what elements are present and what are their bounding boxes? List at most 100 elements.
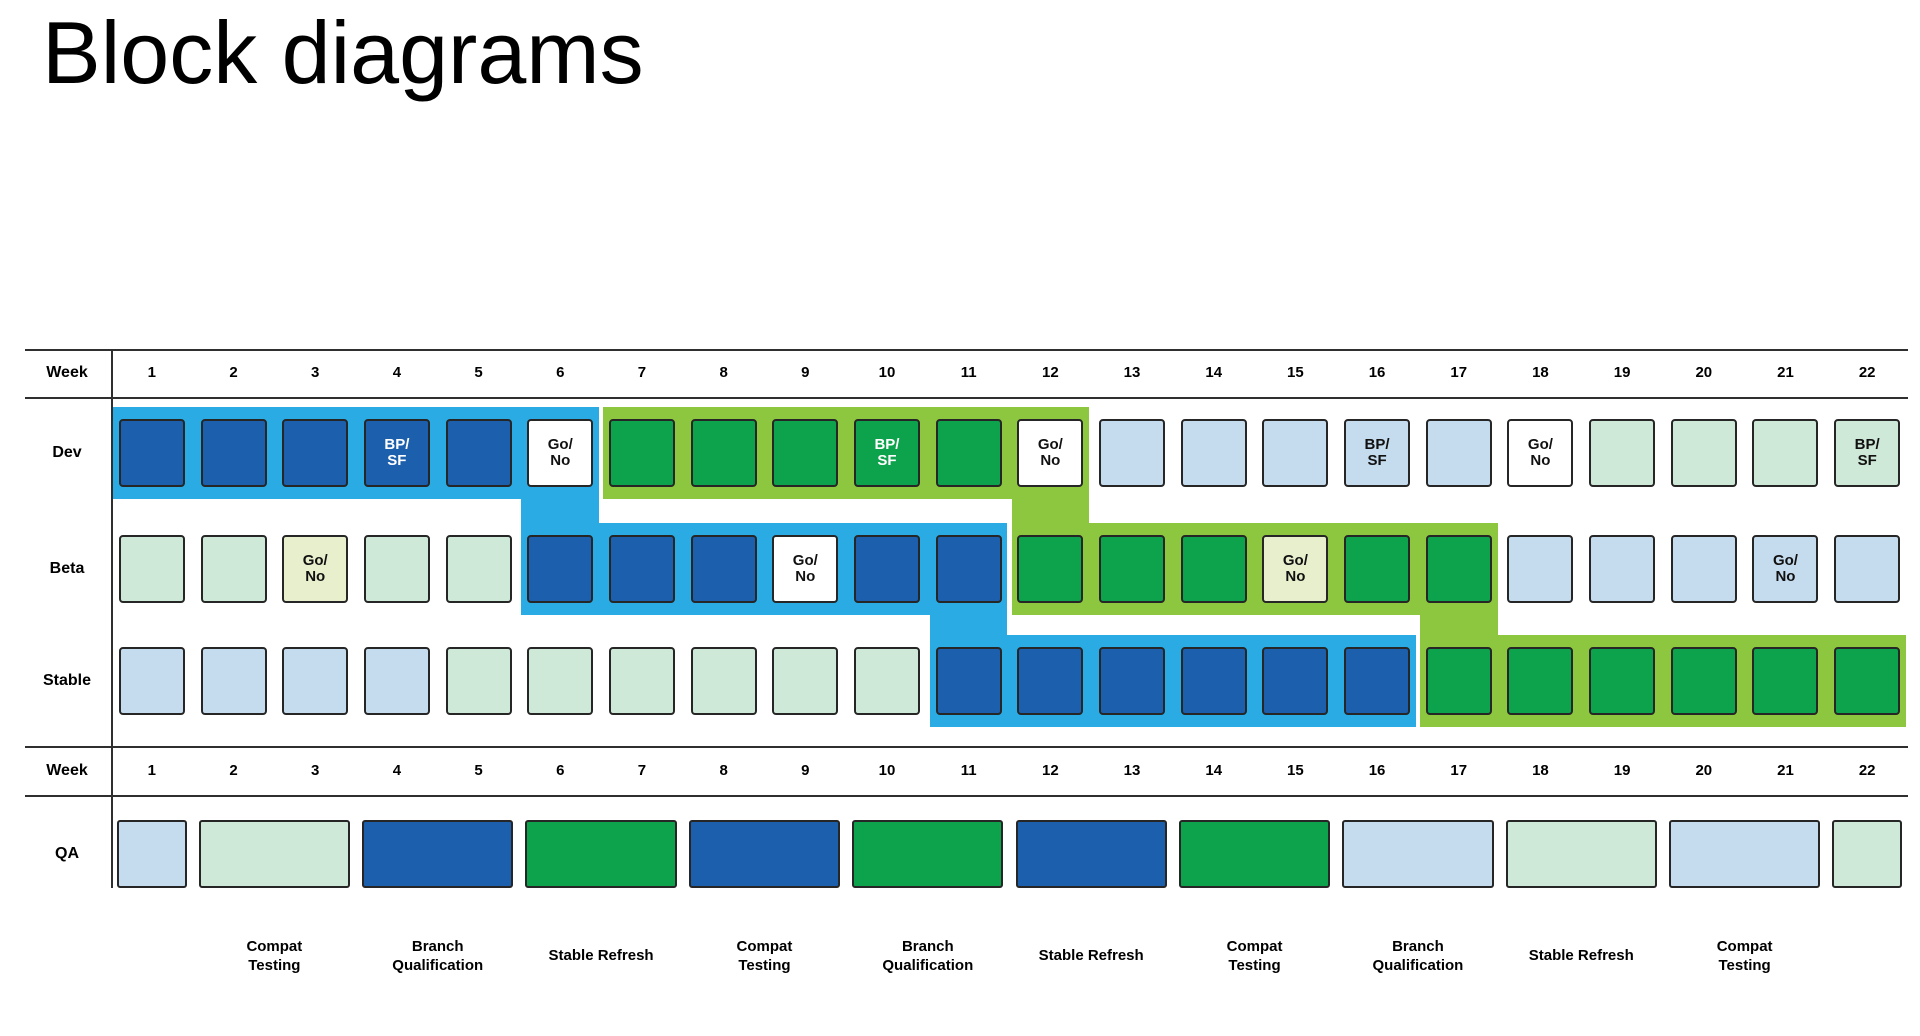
- page-title: Block diagrams: [42, 3, 644, 102]
- stable-week-7-block: [608, 647, 675, 715]
- stable-week-2-block: [200, 647, 267, 715]
- dev-week-3-block: [282, 419, 349, 487]
- dev-week-21-block: [1752, 419, 1819, 487]
- table-rule-3: [25, 746, 1908, 748]
- beta-week-8-block: [690, 535, 757, 603]
- row-label-stable: Stable: [42, 672, 91, 689]
- week-number-bottom-17: 17: [1450, 762, 1468, 779]
- stable-week-9-block: [772, 647, 839, 715]
- week-number-bottom-15: 15: [1287, 762, 1304, 779]
- week-number-top-13: 13: [1123, 364, 1141, 381]
- table-rule-2: [25, 397, 1908, 399]
- week-number-bottom-13: 13: [1123, 762, 1141, 779]
- row-label-qa: QA: [55, 845, 79, 862]
- stable-week-10-block: [853, 647, 920, 715]
- week-number-top-19: 19: [1613, 364, 1631, 381]
- label-column-rule: [111, 349, 113, 888]
- dev-week-2-block: [200, 419, 267, 487]
- week-number-top-12: 12: [1041, 364, 1059, 381]
- week-number-top-4: 4: [392, 364, 402, 381]
- phase-label-7: Compat Testing: [1226, 937, 1283, 975]
- dev-week-1-block: [118, 419, 185, 487]
- dev-week-8-block: [690, 419, 757, 487]
- phase-label-4: Compat Testing: [736, 937, 793, 975]
- dev-week-18-block: Go/ No: [1507, 419, 1574, 487]
- dev-week-16-block: BP/ SF: [1344, 419, 1411, 487]
- row-label-week-bottom: Week: [46, 762, 88, 779]
- stable-week-6-block: [527, 647, 594, 715]
- row-label-beta: Beta: [49, 560, 85, 577]
- dev-week-11-block: [935, 419, 1002, 487]
- week-number-bottom-9: 9: [801, 762, 810, 779]
- week-number-bottom-7: 7: [637, 762, 647, 779]
- dev-week-12-block: Go/ No: [1017, 419, 1084, 487]
- week-number-top-16: 16: [1368, 364, 1386, 381]
- train-band-blue-train-stable: [929, 635, 1416, 727]
- stable-week-4-block: [363, 647, 430, 715]
- beta-week-21-block: Go/ No: [1752, 535, 1819, 603]
- week-number-top-22: 22: [1858, 364, 1876, 381]
- week-number-top-6: 6: [556, 364, 565, 381]
- beta-week-14-block: [1180, 535, 1247, 603]
- week-number-bottom-2: 2: [229, 762, 238, 779]
- stable-week-20-block: [1670, 647, 1737, 715]
- week-number-bottom-4: 4: [392, 762, 402, 779]
- stable-week-1-block: [118, 647, 185, 715]
- week-number-top-7: 7: [637, 364, 647, 381]
- week-number-top-2: 2: [229, 364, 238, 381]
- stable-week-16-block: [1344, 647, 1411, 715]
- stable-week-19-block: [1589, 647, 1656, 715]
- week-number-top-8: 8: [719, 364, 728, 381]
- beta-week-17-block: [1425, 535, 1492, 603]
- dev-week-10-block: BP/ SF: [853, 419, 920, 487]
- table-rule-4: [25, 795, 1908, 797]
- week-number-top-10: 10: [878, 364, 896, 381]
- week-number-bottom-1: 1: [147, 762, 156, 779]
- phase-label-5: Branch Qualification: [882, 937, 974, 975]
- stable-week-13-block: [1099, 647, 1166, 715]
- dev-week-7-block: [608, 419, 675, 487]
- week-number-bottom-16: 16: [1368, 762, 1386, 779]
- table-rule-1: [25, 349, 1908, 351]
- dev-week-6-block: Go/ No: [527, 419, 594, 487]
- stable-week-22-block: [1834, 647, 1901, 715]
- stable-week-21-block: [1752, 647, 1819, 715]
- beta-week-20-block: [1670, 535, 1737, 603]
- stable-week-17-block: [1425, 647, 1492, 715]
- stable-week-14-block: [1180, 647, 1247, 715]
- phase-label-1: Compat Testing: [246, 937, 303, 975]
- dev-week-19-block: [1589, 419, 1656, 487]
- week-number-top-20: 20: [1695, 364, 1713, 381]
- dev-week-15-block: [1262, 419, 1329, 487]
- beta-week-6-block: [527, 535, 594, 603]
- week-number-bottom-14: 14: [1205, 762, 1223, 779]
- phase-label-9: Stable Refresh: [1528, 947, 1634, 965]
- qa-block-week-18-19: [1505, 820, 1657, 888]
- dev-week-13-block: [1099, 419, 1166, 487]
- phase-label-6: Stable Refresh: [1038, 947, 1144, 965]
- qa-block-week-10-11: [852, 820, 1004, 888]
- week-number-bottom-19: 19: [1613, 762, 1631, 779]
- week-number-bottom-3: 3: [311, 762, 320, 779]
- train-band-blue-train-beta: [521, 523, 1008, 615]
- week-number-bottom-12: 12: [1041, 762, 1059, 779]
- beta-week-13-block: [1099, 535, 1166, 603]
- week-number-top-14: 14: [1205, 364, 1223, 381]
- qa-block-week-12-13: [1015, 820, 1167, 888]
- stable-week-18-block: [1507, 647, 1574, 715]
- dev-week-14-block: [1180, 419, 1247, 487]
- stable-week-12-block: [1017, 647, 1084, 715]
- beta-week-11-block: [935, 535, 1002, 603]
- week-number-top-5: 5: [474, 364, 483, 381]
- phase-label-2: Branch Qualification: [392, 937, 484, 975]
- qa-block-week-14-15: [1178, 820, 1331, 888]
- dev-week-4-block: BP/ SF: [363, 419, 430, 487]
- qa-block-week-22: [1832, 820, 1902, 888]
- qa-block-week-6-7: [525, 820, 677, 888]
- week-number-top-21: 21: [1777, 364, 1794, 381]
- week-number-bottom-20: 20: [1695, 762, 1713, 779]
- week-number-bottom-5: 5: [474, 762, 483, 779]
- dev-week-9-block: [772, 419, 839, 487]
